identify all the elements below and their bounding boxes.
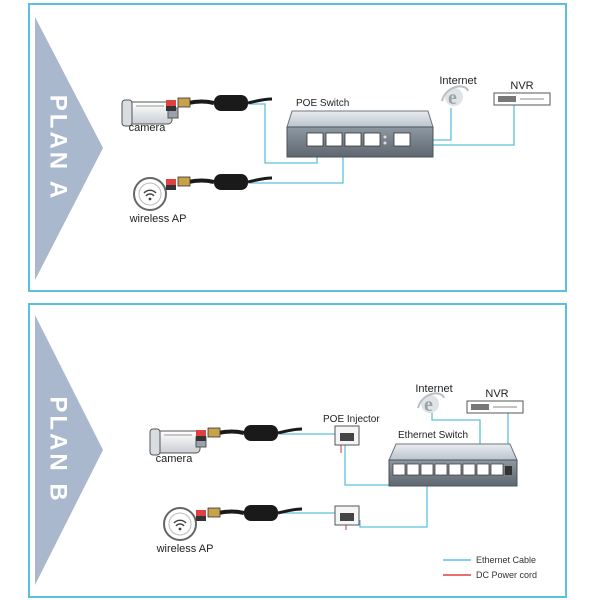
internet-explorer-icon: [417, 392, 445, 417]
internet-label: Internet: [415, 383, 452, 395]
poe-injector-icon: [334, 505, 360, 526]
wireless-ap-label: wireless AP: [129, 213, 187, 225]
poe-splitter-icon: [164, 93, 274, 113]
ethernet-switch-label: Ethernet Switch: [398, 430, 468, 441]
camera-label: camera: [129, 122, 167, 134]
legend: Ethernet Cable DC Power cord: [443, 555, 537, 580]
poe-splitter-icon: [164, 172, 274, 192]
poe-switch-icon: [286, 110, 434, 158]
camera-label: camera: [156, 453, 194, 465]
poe-splitter-icon: [194, 423, 304, 443]
plan-a-title: PLAN A: [45, 95, 72, 201]
internet-label: Internet: [439, 75, 476, 87]
poe-switch-label: POE Switch: [296, 98, 349, 109]
ethernet-switch-icon: [388, 443, 518, 487]
nvr-label: NVR: [510, 80, 533, 92]
nvr-icon: [466, 400, 524, 414]
internet-explorer-icon: [441, 85, 469, 110]
plan-a-arrow: [35, 17, 103, 280]
nvr-icon: [493, 92, 551, 106]
plan-b-title: PLAN B: [45, 396, 72, 503]
wireless-ap-icon: [163, 507, 197, 541]
poe-injector-icon: [334, 425, 360, 446]
wireless-ap-icon: [133, 177, 167, 211]
legend-ethernet-label: Ethernet Cable: [476, 555, 536, 565]
legend-dc-label: DC Power cord: [476, 570, 537, 580]
plan-b-arrow: [35, 315, 103, 585]
wireless-ap-label: wireless AP: [156, 543, 214, 555]
nvr-label: NVR: [485, 388, 508, 400]
poe-injector-label: POE Injector: [323, 414, 380, 425]
